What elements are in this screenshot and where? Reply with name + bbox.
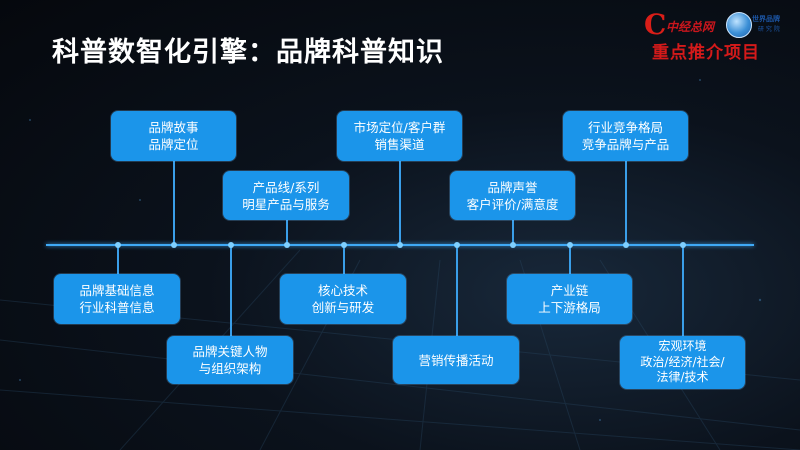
node-line: 核心技术 [317, 283, 368, 298]
node-line: 市场定位/客户群 [353, 120, 446, 135]
node-line: 品牌基础信息 [79, 283, 155, 298]
node-line: 行业科普信息 [79, 300, 155, 315]
node-brand-reputation: 品牌声誉 客户评价/满意度 [450, 171, 575, 220]
node-line: 品牌故事 [148, 120, 199, 135]
node-core-tech: 核心技术 创新与研发 [280, 274, 406, 324]
partner-line1: 世界品牌 [752, 15, 780, 23]
node-line: 品牌定位 [148, 137, 199, 152]
node-line: 客户评价/满意度 [466, 196, 559, 212]
logo-banner: C 中经总网 世界品牌 研 究 院 重点推介项目 [636, 8, 788, 63]
timeline-dot [228, 242, 234, 248]
globe-icon [726, 12, 752, 38]
timeline-dot [397, 242, 403, 248]
node-brand-story: 品牌故事 品牌定位 [111, 111, 236, 161]
node-brand-basics: 品牌基础信息 行业科普信息 [54, 274, 180, 324]
connector-market-position [399, 161, 401, 245]
connector-product-line [286, 220, 288, 245]
node-key-people: 品牌关键人物 与组织架构 [167, 336, 293, 384]
connector-competition [625, 161, 627, 245]
node-line: 上下游格局 [538, 300, 601, 315]
partner-line2: 研 究 院 [758, 26, 780, 33]
node-line: 创新与研发 [311, 300, 375, 315]
timeline-dot [115, 242, 121, 248]
node-line: 明星产品与服务 [242, 196, 330, 212]
node-line: 产业链 [550, 283, 589, 298]
node-line: 品牌声誉 [487, 179, 538, 195]
node-line: 品牌关键人物 [192, 344, 268, 359]
timeline-dot [510, 242, 516, 248]
timeline-dot [680, 242, 686, 248]
timeline-dot [284, 242, 290, 248]
page-title: 科普数智化引擎：品牌科普知识 [52, 37, 444, 68]
node-line: 行业竞争格局 [587, 120, 663, 135]
logo-mark: C [644, 8, 667, 41]
logo-row: C 中经总网 世界品牌 研 究 院 [640, 8, 788, 41]
node-line: 宏观环境 [658, 339, 707, 354]
node-product-line: 产品线/系列 明星产品与服务 [223, 171, 349, 220]
node-competition: 行业竞争格局 竞争品牌与产品 [563, 111, 688, 161]
connector-brand-basics [117, 245, 119, 274]
node-macro-env: 宏观环境 政治/经济/社会/ 法律/技术 [620, 336, 745, 389]
node-line: 销售渠道 [374, 137, 425, 152]
timeline-dot [567, 242, 573, 248]
node-line: 营销传播活动 [418, 352, 494, 368]
timeline-dot [454, 242, 460, 248]
timeline-dot [623, 242, 629, 248]
connector-industry-chain [569, 245, 571, 274]
node-industry-chain: 产业链 上下游格局 [507, 274, 632, 324]
node-market-position: 市场定位/客户群 销售渠道 [337, 111, 462, 161]
node-line: 产品线/系列 [252, 179, 320, 195]
connector-core-tech [343, 245, 345, 274]
connector-marketing [456, 245, 458, 336]
node-line: 政治/经济/社会/ [640, 354, 725, 369]
node-marketing: 营销传播活动 [393, 336, 519, 384]
timeline-dot [171, 242, 177, 248]
logo-name: 中经总网 [666, 20, 715, 34]
node-line: 法律/技术 [656, 370, 709, 385]
connector-key-people [230, 245, 232, 336]
connector-brand-story [173, 161, 175, 245]
connector-brand-reputation [512, 220, 514, 245]
timeline-dot [341, 242, 347, 248]
node-line: 竞争品牌与产品 [581, 137, 670, 152]
connector-macro-env [682, 245, 684, 336]
node-line: 与组织架构 [198, 361, 262, 376]
logo-tagline: 重点推介项目 [652, 43, 760, 63]
